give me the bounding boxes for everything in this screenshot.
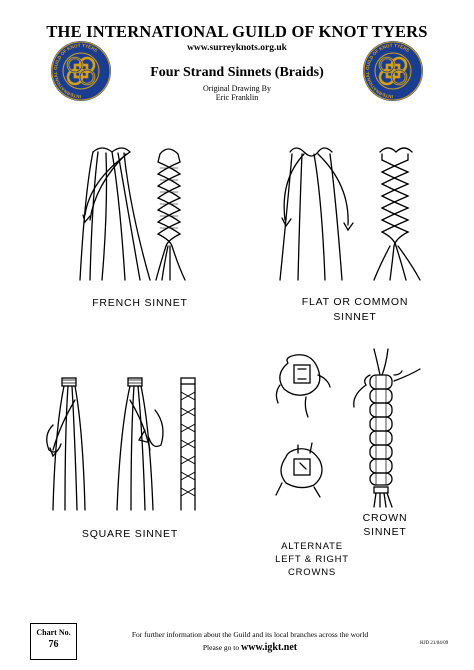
caption-square-sinnet: SQUARE SINNET: [81, 528, 179, 540]
caption-alternate-crowns-2: LEFT & RIGHT: [275, 554, 349, 565]
caption-alternate-crowns-1: ALTERNATE: [281, 541, 343, 552]
chart-number-box: Chart No. 76: [30, 623, 77, 660]
guild-logo-right: INTERNATIONAL GUILD OF KNOT TYERS: [363, 41, 423, 101]
guild-website-link[interactable]: www.igkt.net: [241, 642, 298, 653]
document-code: HJD 21/04/09: [420, 641, 449, 646]
caption-flat-sinnet-1: FLAT OR COMMON: [301, 296, 409, 308]
flat-sinnet-drawing: [279, 147, 421, 281]
crown-sinnet-drawing: [275, 348, 421, 508]
caption-crown-sinnet-2: SINNET: [363, 526, 407, 538]
footer-info-line-1: For further information about the Guild …: [131, 630, 369, 639]
credit-line-2: Eric Franklin: [215, 93, 259, 102]
website-link[interactable]: www.surreyknots.org.uk: [187, 43, 287, 53]
caption-crown-sinnet-1: CROWN: [362, 512, 408, 524]
chart-number-label: Chart No.: [36, 628, 71, 637]
guild-logo-left: INTERNATIONAL GUILD OF KNOT TYERS: [51, 41, 111, 101]
footer-info: For further information about the Guild …: [90, 628, 410, 654]
credit-line-1: Original Drawing By: [203, 84, 271, 93]
credit: Original Drawing By Eric Franklin: [0, 84, 474, 102]
caption-french-sinnet: FRENCH SINNET: [92, 297, 188, 309]
caption-alternate-crowns-3: CROWNS: [287, 567, 337, 578]
chart-subtitle: Four Strand Sinnets (Braids): [150, 65, 324, 80]
caption-flat-sinnet-2: SINNET: [333, 311, 377, 323]
chart-number: 76: [48, 639, 59, 650]
french-sinnet-drawing: [79, 147, 186, 281]
page-title: THE INTERNATIONAL GUILD OF KNOT TYERS: [46, 22, 428, 41]
footer-info-line-2: Please go to www.igkt.net: [90, 641, 410, 654]
square-sinnet-drawing: [46, 377, 196, 511]
footer-info-prefix: Please go to: [202, 643, 240, 652]
